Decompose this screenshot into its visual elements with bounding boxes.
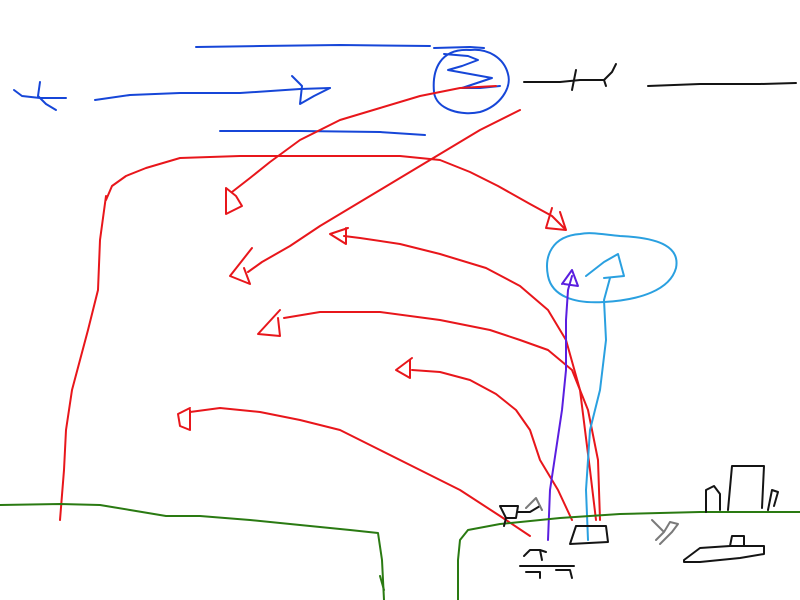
red-arrow-from-bottom-1 (343, 235, 597, 521)
purple-arrowhead (561, 269, 579, 287)
light-blue-vertical-line (585, 277, 611, 541)
small-structure-left (499, 505, 541, 527)
red-left-vertical (59, 195, 107, 521)
red-arrowhead-3 (229, 247, 253, 285)
black-long-line (647, 82, 797, 87)
blue-wind-strokes (13, 44, 510, 136)
gray-splash (651, 519, 679, 545)
red-arrow-left-long-descent (105, 155, 565, 229)
red-arrowhead-5 (257, 309, 281, 337)
ground-objects (499, 465, 779, 579)
purple-vertical-arrow (547, 275, 573, 541)
buildings (705, 465, 779, 513)
red-arrow-upper-from-sun (231, 85, 497, 193)
light-blue-arrowhead (585, 253, 625, 279)
structure-legs (519, 549, 575, 579)
red-arrowhead-1 (225, 187, 243, 215)
blue-top-line-short (433, 46, 485, 49)
red-arrowhead-2 (545, 207, 567, 231)
red-arrowhead-4 (329, 227, 349, 245)
blue-bottom-line (219, 130, 426, 136)
black-top-strokes (523, 63, 797, 91)
purple-strokes (547, 269, 579, 541)
ground-lines (0, 503, 800, 600)
light-blue-circle-cloud (546, 232, 678, 304)
blue-top-line (195, 44, 431, 48)
red-arrow-from-bottom-4 (189, 407, 531, 537)
red-arrowhead-7 (177, 407, 191, 431)
ground-grass-tuft (379, 575, 385, 591)
blue-long-arrow-line (94, 87, 331, 101)
black-line-with-ticks (523, 63, 617, 91)
platform-box (569, 525, 609, 545)
gray-small-wave (525, 497, 543, 511)
red-arrows (59, 85, 601, 537)
red-arrow-from-bottom-2 (283, 311, 601, 521)
blue-circle-sun (432, 48, 510, 115)
red-arrow-from-bottom-3 (411, 369, 573, 521)
blue-circle-squiggle (443, 53, 501, 89)
blue-arrowhead (291, 75, 331, 105)
ground-left (0, 503, 385, 600)
red-arrowhead-6 (395, 357, 413, 379)
blue-left-cross (13, 81, 67, 111)
gray-objects (525, 497, 679, 545)
ground-right (457, 511, 800, 600)
light-blue-strokes (546, 232, 678, 541)
red-arrow-mid-diagonal (247, 109, 521, 273)
boat-shape (683, 535, 765, 563)
